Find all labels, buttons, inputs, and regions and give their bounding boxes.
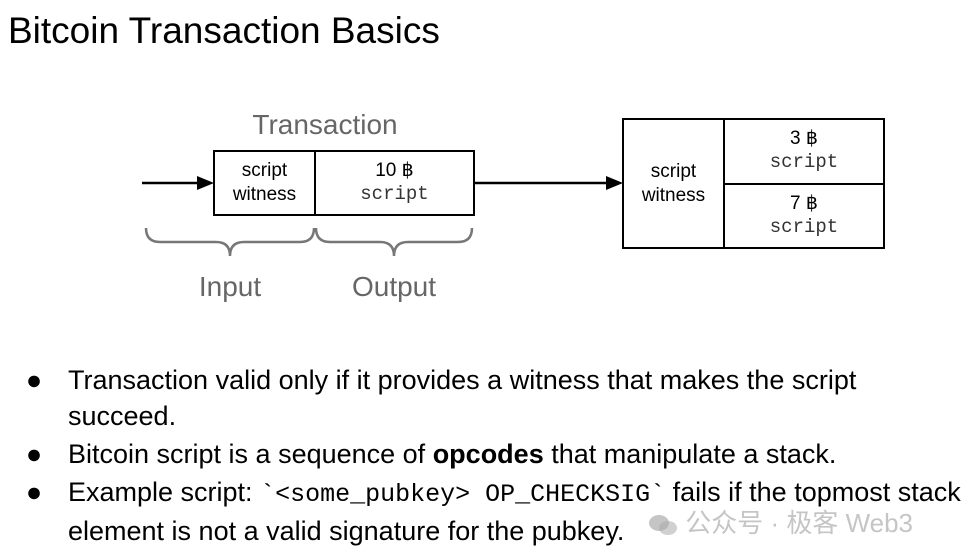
transaction-label: Transaction	[252, 109, 398, 140]
bullet-text-3-pre: Example script:	[68, 477, 261, 507]
tx-input-line2: witness	[232, 184, 297, 205]
bullet-text-2-post: that manipulate a stack.	[543, 439, 837, 469]
next-output-cell-2: 7 ฿ script	[724, 192, 884, 238]
slide-title: Bitcoin Transaction Basics	[8, 10, 440, 51]
tx-output-amount: 10 ฿	[375, 160, 414, 181]
bullet-text-2-pre: Bitcoin script is a sequence of	[68, 439, 433, 469]
incoming-arrow	[142, 176, 214, 190]
bullet-dot: ●	[25, 477, 43, 507]
output-label: Output	[351, 271, 437, 302]
spend-arrow	[474, 176, 623, 190]
tx-output-script: script	[360, 183, 429, 205]
next-output-2-amount: 7 ฿	[790, 193, 818, 214]
wechat-icon	[648, 513, 678, 537]
output-brace	[314, 227, 474, 257]
tx-input-line1: script	[241, 160, 288, 181]
bullet-code: `<some_pubkey> OP_CHECKSIG`	[260, 480, 666, 509]
bullet-item: ● Transaction valid only if it provides …	[24, 362, 969, 434]
next-input-line2: witness	[641, 185, 706, 206]
next-input-line1: script	[650, 161, 697, 182]
bullet-item: ● Example script: `<some_pubkey> OP_CHEC…	[24, 474, 969, 549]
tx-input-cell: script witness	[214, 159, 315, 207]
bullet-text-3-post: fails if the topmost stack element is no…	[68, 477, 961, 546]
next-output-2-script: script	[769, 216, 839, 238]
bullet-dot: ●	[25, 365, 43, 395]
input-label: Input	[198, 271, 262, 302]
bullet-text-2-bold: opcodes	[432, 439, 544, 469]
tx-output-cell: 10 ฿ script	[315, 159, 474, 205]
next-output-1-amount: 3 ฿	[790, 128, 818, 149]
watermark-text: 公众号 · 极客 Web3	[685, 508, 914, 538]
watermark: 公众号 · 极客 Web3	[648, 503, 913, 540]
bullet-list: ● Transaction valid only if it provides …	[24, 362, 969, 551]
input-brace	[144, 227, 316, 257]
bullet-dot: ●	[25, 439, 43, 469]
next-output-box-2	[723, 183, 885, 249]
next-input-cell: script witness	[623, 160, 724, 208]
next-output-cell-1: 3 ฿ script	[724, 127, 884, 173]
bullet-text-1: Transaction valid only if it provides a …	[68, 365, 857, 431]
next-output-1-script: script	[769, 151, 839, 173]
bullet-item: ● Bitcoin script is a sequence of opcode…	[24, 436, 969, 472]
